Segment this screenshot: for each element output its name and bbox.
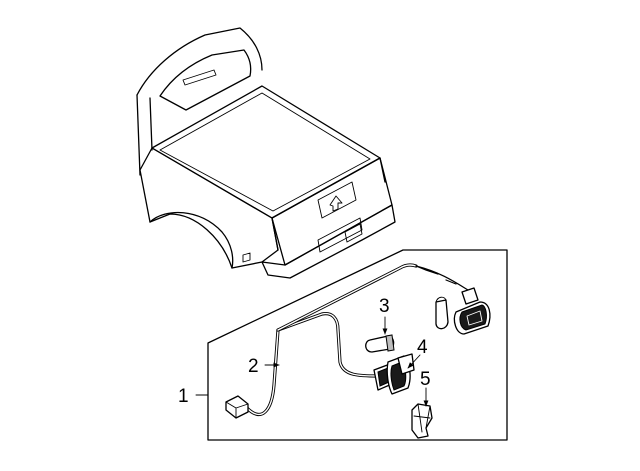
- wheel-arch: [149, 211, 234, 269]
- callout-5: 5: [420, 369, 431, 390]
- tailgate: [271, 157, 393, 266]
- rear-bumper: [261, 204, 396, 279]
- wiring-harness: [225, 263, 469, 419]
- bed-side-panel: [139, 147, 279, 269]
- bumper-step: [317, 217, 363, 253]
- callout-2: 2: [248, 356, 259, 377]
- tailgate-handle-recess: [317, 181, 357, 219]
- side-marker-lamp: [242, 252, 251, 263]
- lens-part-5: [411, 403, 433, 439]
- cab-pillar: [136, 94, 153, 176]
- tailgate-emblem: [329, 195, 343, 212]
- hitch-receiver: [344, 223, 363, 243]
- tonneau-cover: [151, 85, 381, 219]
- upper-bulb: [435, 299, 449, 330]
- cab-rear-window: [159, 49, 252, 111]
- bulb-part-3: [365, 334, 395, 353]
- leader-4: [407, 354, 421, 369]
- cab-window-handle: [182, 69, 217, 86]
- tonneau-cover-edge: [159, 92, 371, 212]
- upper-lamp-assembly: [435, 287, 491, 335]
- lamp-socket-part-4: [373, 353, 415, 395]
- harness-connector: [225, 395, 249, 419]
- callout-3: 3: [379, 296, 390, 317]
- assembly-outline: [207, 249, 508, 441]
- truck-bed-illustration: [136, 27, 396, 279]
- cab-roof: [136, 27, 263, 96]
- tailgate-top-rim: [271, 157, 386, 251]
- callout-4: 4: [417, 337, 428, 358]
- callout-1: 1: [178, 386, 189, 407]
